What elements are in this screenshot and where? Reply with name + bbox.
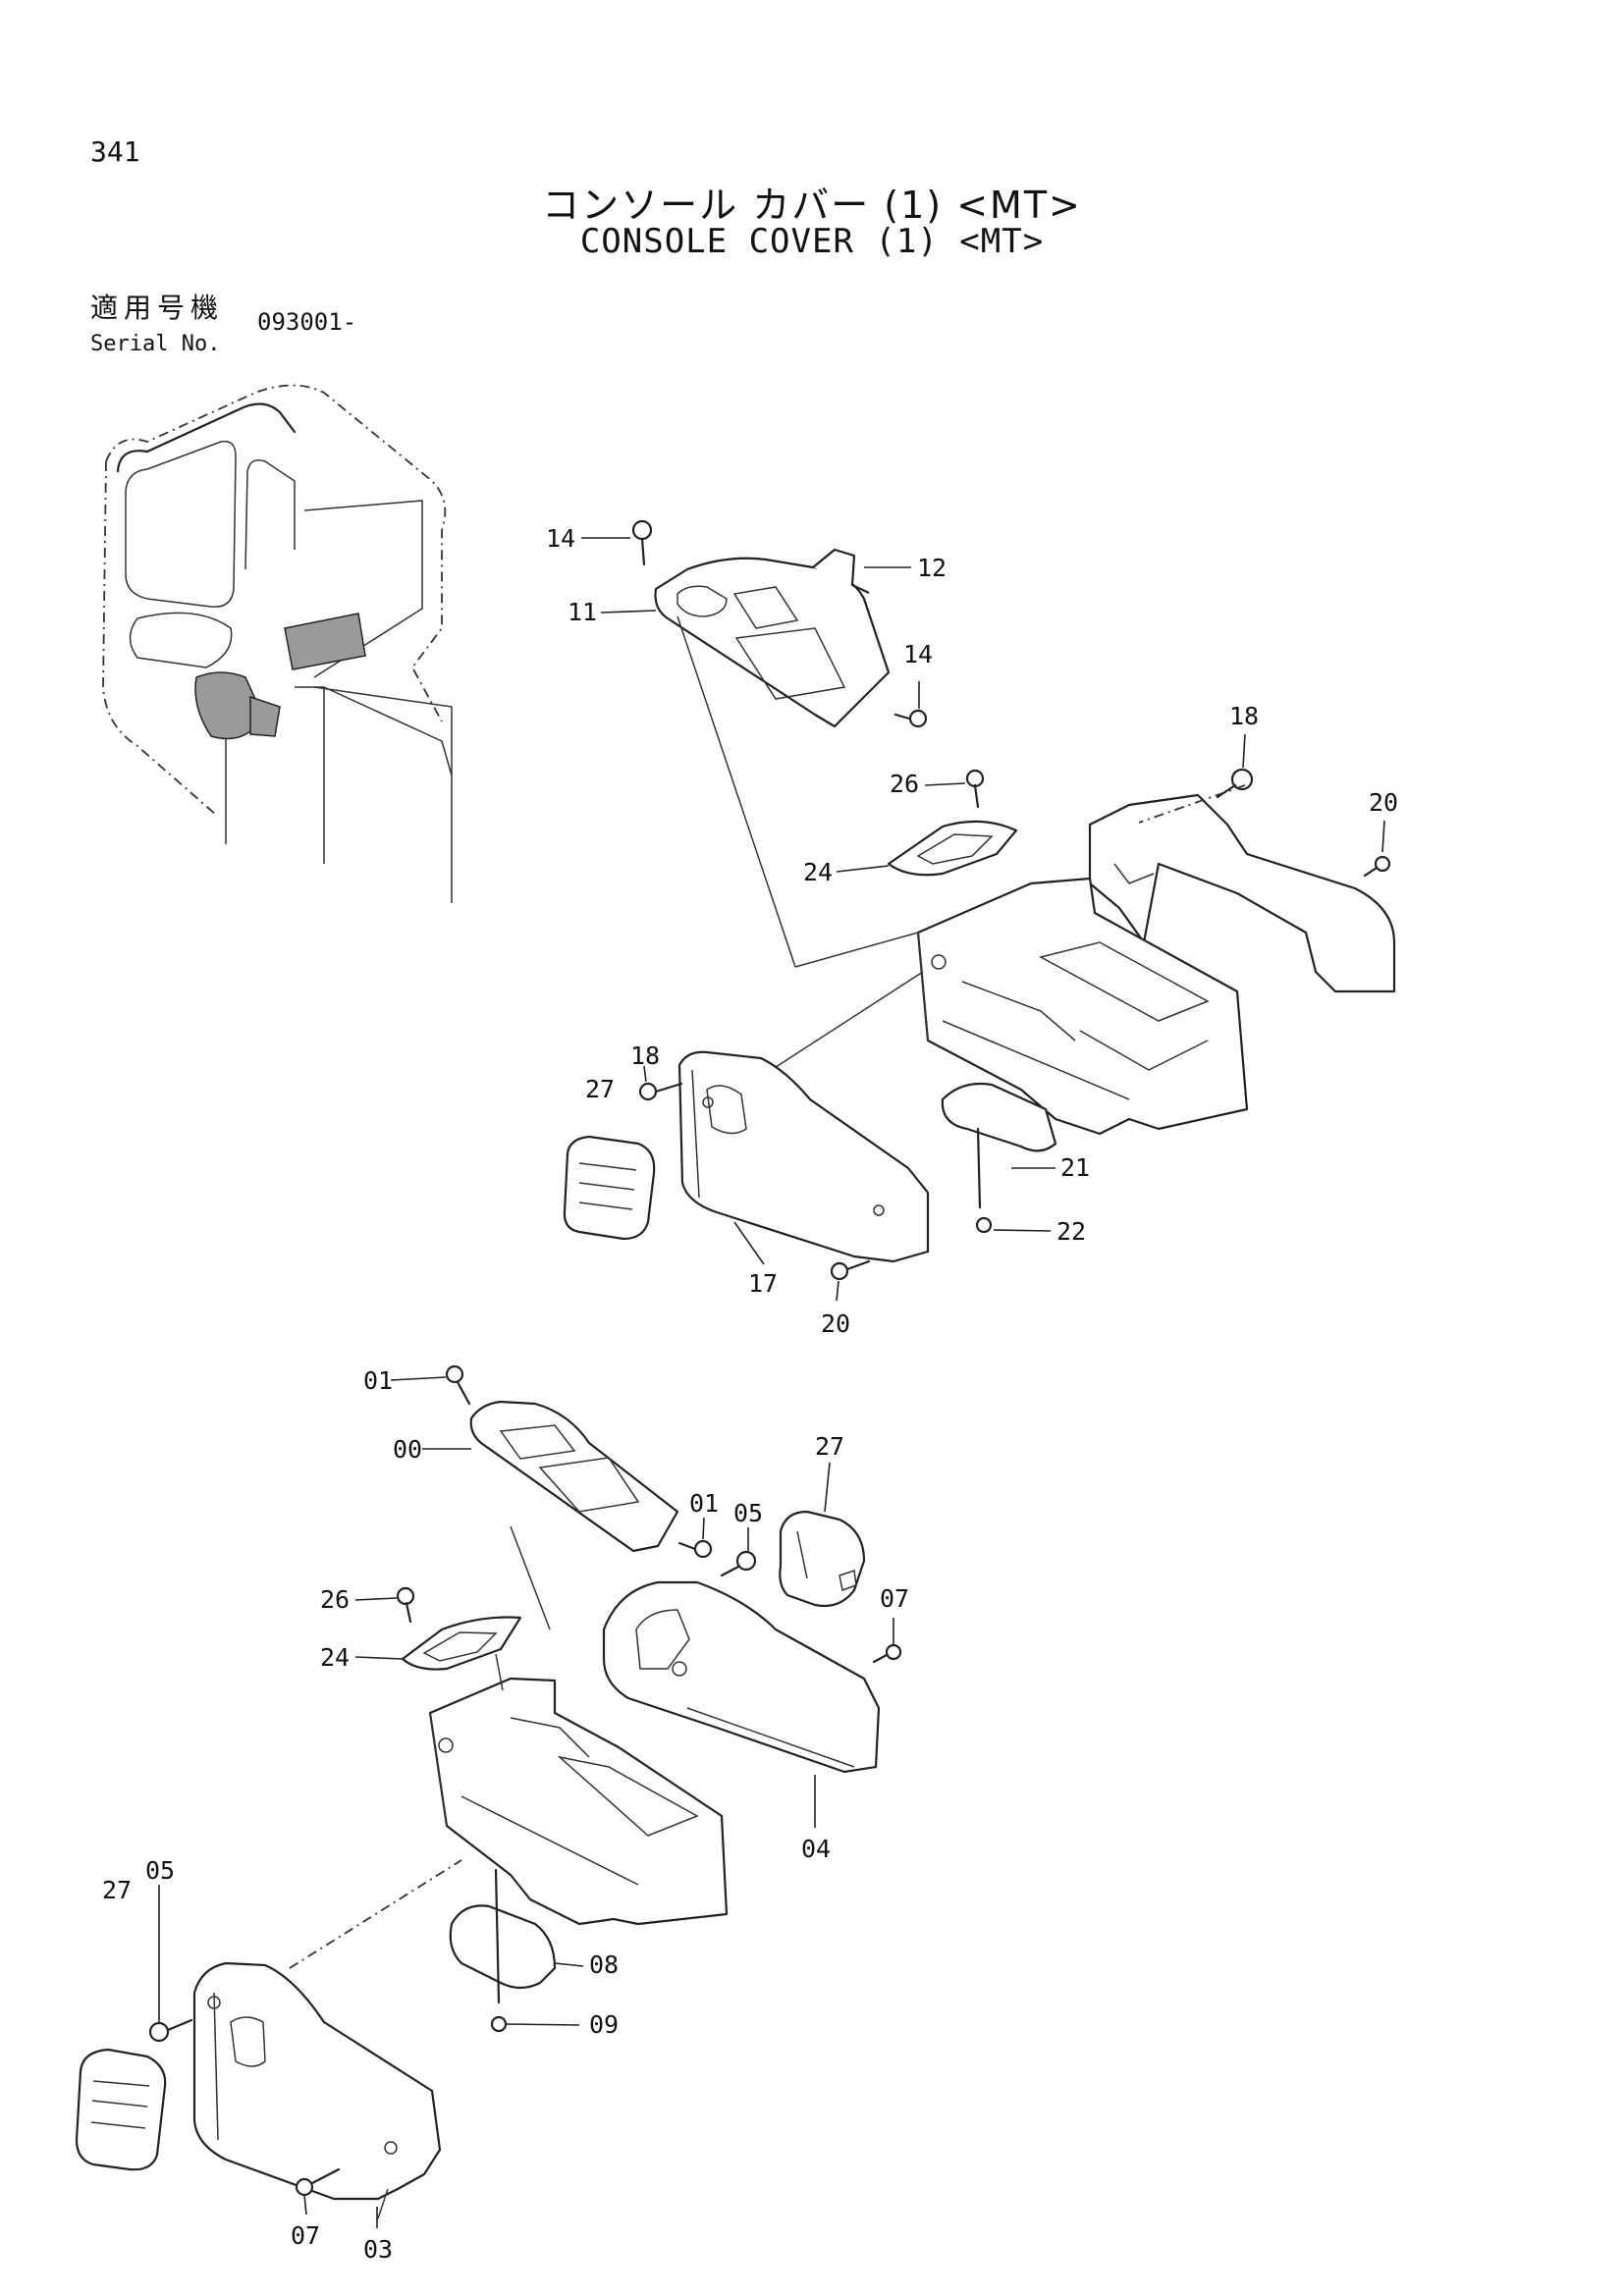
callout-17: 17: [748, 1269, 778, 1298]
callout-05-left: 05: [145, 1856, 175, 1885]
callout-14-top: 14: [546, 524, 575, 553]
callout-03: 03: [363, 2235, 393, 2264]
callout-01-right: 01: [689, 1489, 719, 1518]
callout-27-upper: 27: [585, 1075, 615, 1103]
callout-08: 08: [589, 1950, 619, 1979]
callout-24-upper: 24: [803, 858, 833, 886]
upper-assembly: [563, 519, 1396, 1281]
callout-20-bottom: 20: [821, 1309, 850, 1338]
lower-assembly: [75, 1364, 902, 2219]
callout-07-right: 07: [880, 1584, 909, 1613]
callout-20-right: 20: [1369, 788, 1398, 817]
callout-04: 04: [801, 1835, 831, 1863]
callout-27-right: 27: [815, 1432, 844, 1461]
serial-label-english: Serial No.: [90, 332, 221, 356]
callout-14-right: 14: [903, 640, 933, 668]
callout-24-lower: 24: [320, 1643, 350, 1672]
callout-26-lower: 26: [320, 1585, 350, 1614]
callout-26-upper: 26: [890, 770, 919, 798]
title-english: CONSOLE COVER (1) <MT>: [579, 222, 1045, 261]
callout-07-lower: 07: [291, 2221, 320, 2250]
callout-27-left: 27: [102, 1876, 132, 1904]
callout-18-top: 18: [1229, 702, 1259, 730]
callout-leaders: [158, 537, 1385, 2228]
callout-labels: 14 12 11 14 18 20 26 24 18 27 21 22 17 2…: [102, 524, 1398, 2264]
cab-location-illustration: [102, 384, 453, 903]
callout-00: 00: [393, 1435, 422, 1464]
callout-21: 21: [1060, 1153, 1090, 1182]
page-number: 341: [90, 135, 140, 168]
serial-number-value: 093001-: [257, 308, 357, 336]
callout-18-left: 18: [630, 1041, 660, 1070]
callout-09: 09: [589, 2010, 619, 2039]
callout-11: 11: [568, 598, 597, 626]
callout-01-top: 01: [363, 1366, 393, 1395]
title-japanese: コンソール カバー (1) <MT>: [542, 184, 1082, 227]
serial-label-japanese: 適用号機: [90, 292, 225, 324]
callout-22: 22: [1056, 1217, 1086, 1246]
callout-12: 12: [917, 554, 947, 582]
callout-05-right: 05: [733, 1499, 763, 1527]
